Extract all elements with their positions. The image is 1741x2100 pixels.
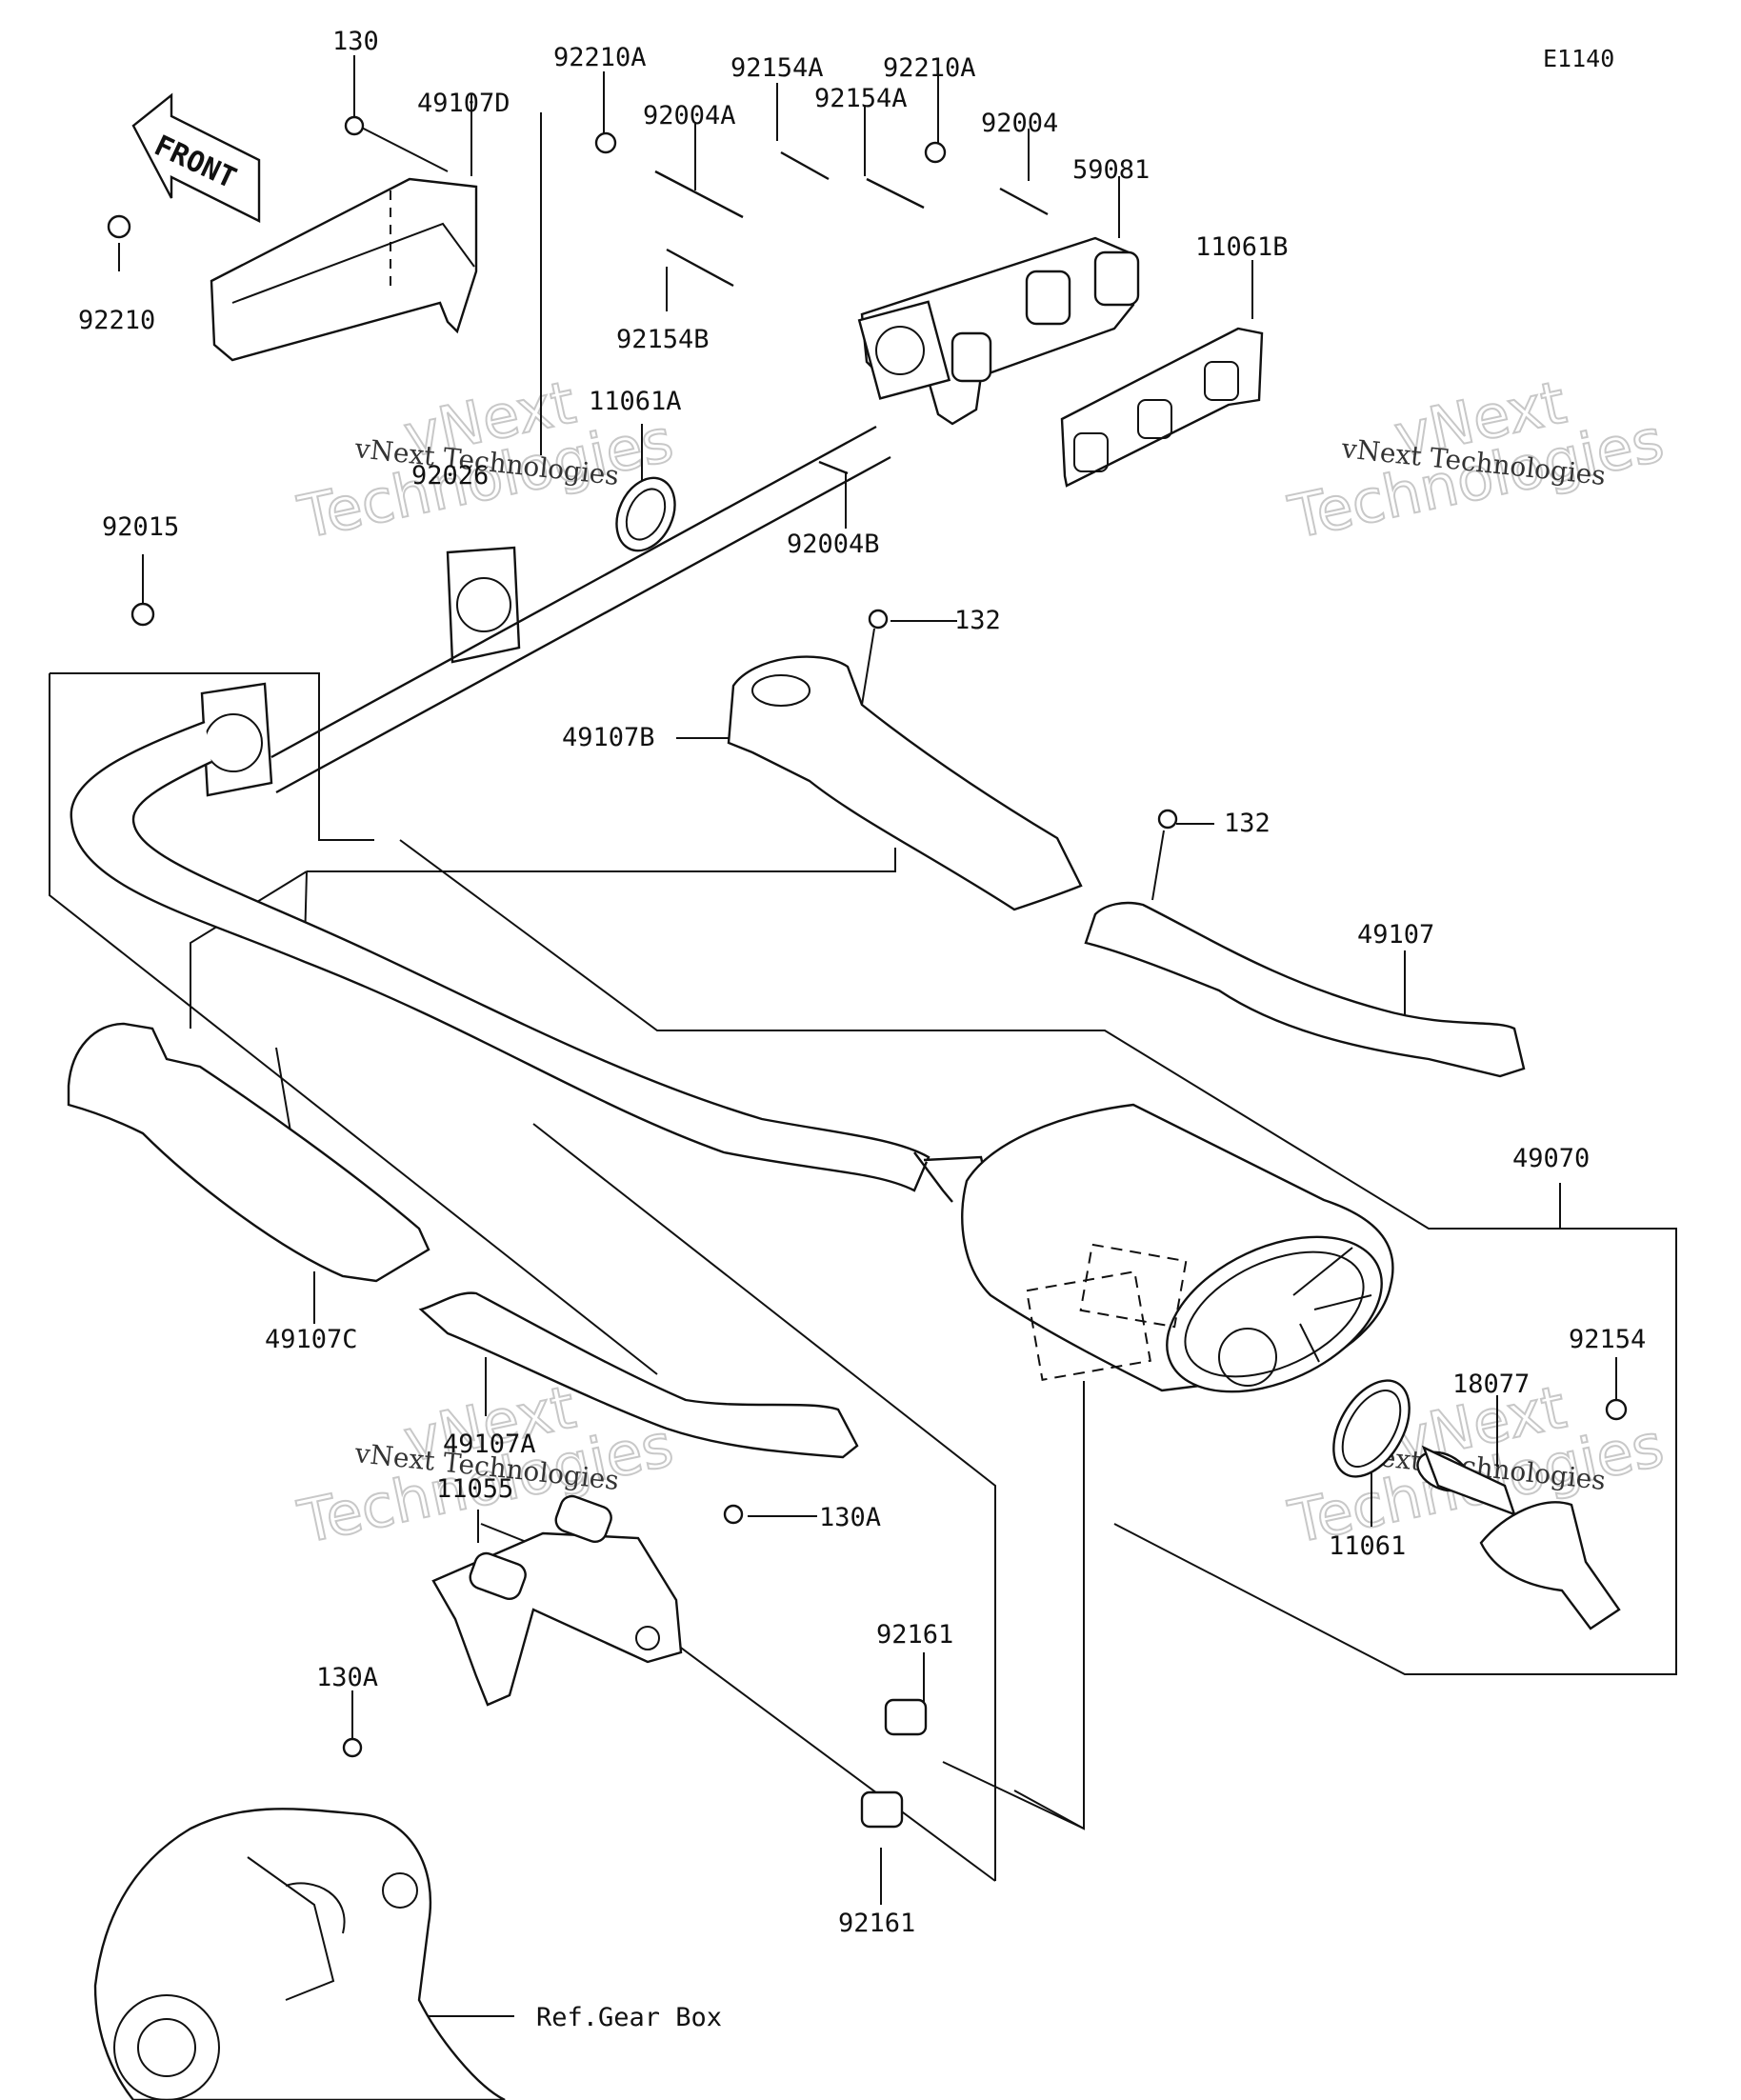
heat-guard-49107d [210, 177, 478, 362]
bracket-11055 [342, 1494, 744, 1758]
part-label-92210a-1[interactable]: 92210A [553, 43, 647, 72]
part-label-130[interactable]: 130 [332, 27, 379, 56]
collar-92161-a [884, 1698, 928, 1736]
heat-guard-49107c [67, 1022, 430, 1283]
part-label-11055[interactable]: 11055 [436, 1474, 513, 1504]
part-label-92210a-2[interactable]: 92210A [883, 53, 976, 83]
part-label-130a-1[interactable]: 130A [819, 1503, 881, 1532]
part-label-49070[interactable]: 49070 [1512, 1144, 1590, 1173]
part-label-132-2[interactable]: 132 [1224, 809, 1271, 838]
part-label-49107d[interactable]: 49107D [417, 89, 510, 118]
part-label-92026[interactable]: 92026 [411, 461, 489, 490]
leader-lines [118, 55, 1617, 2017]
part-label-132-1[interactable]: 132 [954, 606, 1001, 635]
reference-label-gear-box: Ref.Gear Box [536, 2003, 722, 2032]
gasket-92026 [446, 546, 521, 664]
part-label-18077[interactable]: 18077 [1452, 1370, 1530, 1399]
part-label-49107[interactable]: 49107 [1357, 920, 1434, 950]
muffler-49070 [961, 1103, 1394, 1393]
part-label-92161-1[interactable]: 92161 [876, 1620, 953, 1650]
part-label-59081[interactable]: 59081 [1072, 155, 1150, 185]
assembly-frame-lines [49, 112, 1677, 1882]
part-labels: 130 49107D 92210A 92154A 92210A 92004A 9… [78, 27, 1646, 2032]
part-label-92004a[interactable]: 92004A [643, 101, 736, 130]
part-label-11061b[interactable]: 11061B [1195, 232, 1289, 262]
gear-box-reference [93, 1808, 506, 2100]
part-label-11061[interactable]: 11061 [1329, 1531, 1406, 1561]
part-label-92154a-1[interactable]: 92154A [730, 53, 824, 83]
part-label-92015[interactable]: 92015 [102, 512, 179, 542]
part-label-130a-2[interactable]: 130A [316, 1663, 378, 1692]
part-label-92154a-2[interactable]: 92154A [814, 84, 908, 113]
spark-arrestor-18077 [1416, 1398, 1628, 1630]
heat-guard-49107 [1084, 901, 1526, 1078]
heat-guard-49107b [727, 655, 1083, 911]
part-label-92004[interactable]: 92004 [981, 109, 1058, 138]
front-arrow-icon: FRONT [131, 92, 261, 223]
part-label-92210[interactable]: 92210 [78, 306, 155, 335]
gasket-ring-11061a [615, 476, 676, 552]
watermark-group-2: vNext Technologies vNext Technologies [1282, 367, 1671, 553]
part-label-49107b[interactable]: 49107B [562, 723, 655, 752]
part-label-49107a[interactable]: 49107A [443, 1430, 536, 1459]
part-label-92154b[interactable]: 92154B [616, 325, 710, 354]
fasteners-top [107, 115, 1178, 830]
gasket-ring-11061 [1332, 1379, 1411, 1478]
part-label-92161-2[interactable]: 92161 [838, 1909, 915, 1938]
part-label-92004b[interactable]: 92004B [787, 530, 880, 559]
part-label-92154[interactable]: 92154 [1569, 1325, 1646, 1354]
part-label-49107c[interactable]: 49107C [265, 1325, 358, 1354]
diagram-code: E1140 [1543, 45, 1614, 72]
collar-92161-b [860, 1790, 904, 1829]
exhaust-pipe-front [70, 425, 992, 1203]
part-label-11061a[interactable]: 11061A [589, 387, 682, 416]
gasket-11061b [1060, 327, 1264, 488]
exhaust-manifold-59081 [857, 236, 1140, 426]
heat-guard-49107a [418, 1291, 859, 1459]
